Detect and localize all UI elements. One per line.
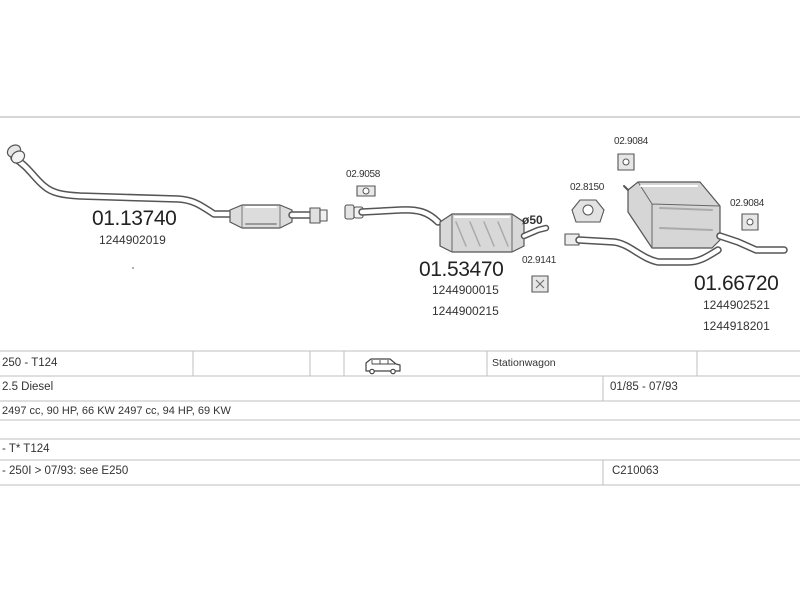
table-period: 01/85 - 07/93	[610, 381, 678, 393]
rear-silencer[interactable]	[564, 181, 788, 266]
catalytic-converter	[229, 204, 293, 229]
mount-bracket-02-8150[interactable]	[571, 199, 605, 223]
stray-dot	[132, 267, 134, 269]
rubber-mount-02-9141[interactable]	[531, 275, 549, 293]
front-pipe-flange	[6, 144, 26, 164]
rubber-mount-02-9084-right[interactable]	[741, 213, 759, 231]
table-ref-code: C210063	[612, 465, 659, 477]
table-model: 250 - T124	[2, 357, 58, 369]
diameter-note: ø50	[522, 213, 543, 227]
table-note: - 250I > 07/93: see E250	[2, 465, 129, 477]
part-code-middle-silencer[interactable]: 01.53470	[419, 258, 504, 281]
oem-number-middle-silencer-1: 1244900015	[432, 283, 499, 297]
part-code-front-pipe[interactable]: 01.13740	[92, 207, 177, 230]
table-engine: 2.5 Diesel	[2, 381, 54, 393]
oem-number-front-pipe: 1244902019	[99, 233, 166, 247]
part-code-rubber-mount-02-9141[interactable]: 02.9141	[522, 255, 557, 266]
rubber-mount-02-9058[interactable]	[356, 185, 376, 197]
part-code-rubber-mount-02-9058[interactable]: 02.9058	[346, 169, 381, 180]
table-chassis: - T* T124	[2, 443, 50, 455]
front-pipe[interactable]	[5, 142, 328, 229]
part-code-rubber-mount-02-9084-top[interactable]: 02.9084	[614, 136, 649, 147]
spec-table-grid	[0, 350, 800, 486]
part-code-rubber-mount-02-9084-right[interactable]: 02.9084	[730, 198, 765, 209]
oem-number-rear-silencer-1: 1244902521	[703, 298, 770, 312]
oem-number-rear-silencer-2: 1244918201	[703, 319, 770, 333]
middle-silencer[interactable]	[344, 204, 550, 253]
oem-number-middle-silencer-2: 1244900215	[432, 304, 499, 318]
part-code-rear-silencer[interactable]: 01.66720	[694, 272, 779, 295]
rubber-mount-02-9084-top[interactable]	[617, 153, 635, 171]
table-body-type: Stationwagon	[492, 357, 556, 369]
part-code-mount-bracket-02-8150[interactable]: 02.8150	[570, 182, 605, 193]
front-pipe-outlet-clamp	[309, 207, 328, 224]
table-specs: 2497 cc, 90 HP, 66 KW 2497 cc, 94 HP, 69…	[2, 405, 231, 417]
station-wagon-icon	[365, 358, 401, 375]
